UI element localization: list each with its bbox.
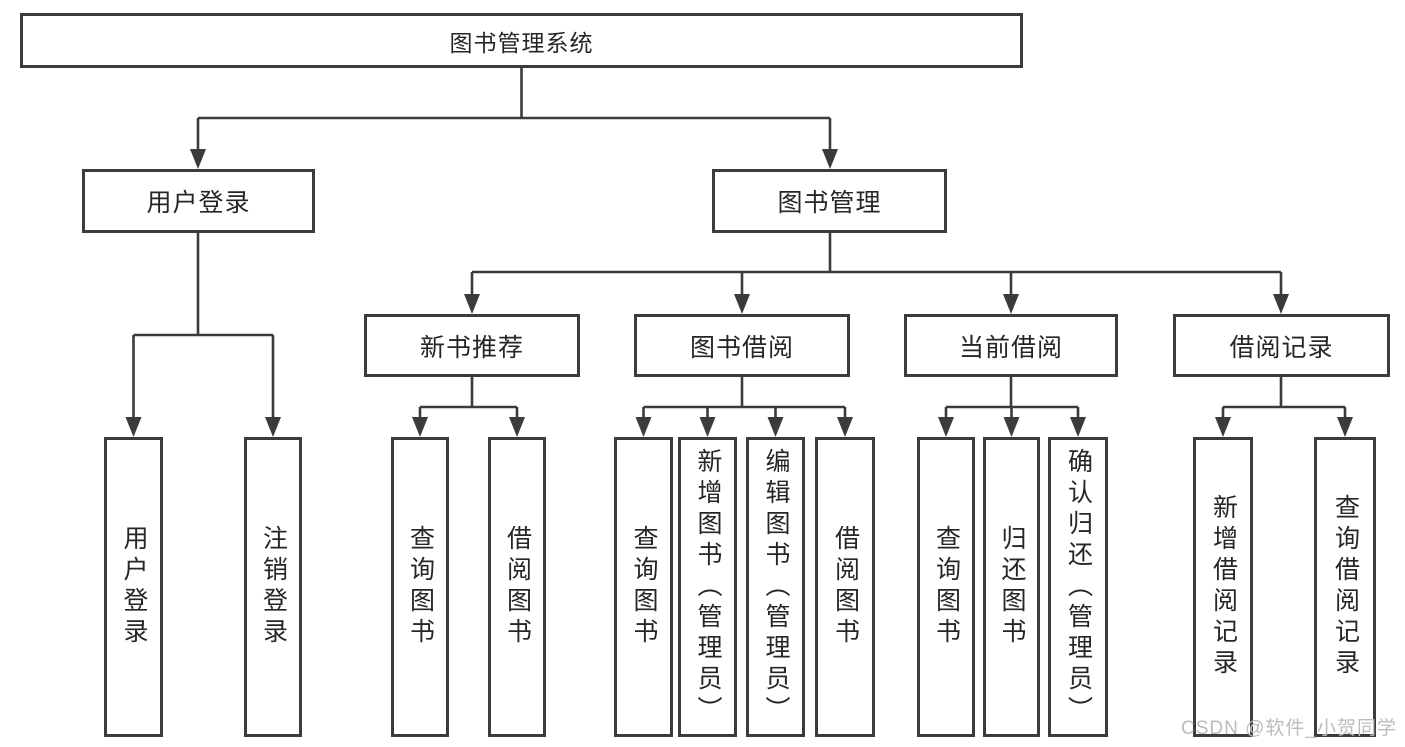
- leaf-label: 确认归还（管理员）: [1064, 447, 1093, 727]
- node-label: 借阅记录: [1229, 333, 1334, 362]
- leaf-label: 新增图书（管理员）: [694, 447, 722, 727]
- node-label: 用户登录: [146, 189, 251, 217]
- leaf-search-books-borrowing: 查询图书: [614, 437, 673, 737]
- node-label: 图书管理: [777, 189, 882, 217]
- leaf-search-books-recommend: 查询图书: [391, 437, 449, 737]
- node-current-borrowing: 当前借阅: [904, 314, 1118, 377]
- node-book-management: 图书管理: [712, 169, 947, 233]
- watermark-text: CSDN @软件_小贺同学: [1181, 718, 1397, 739]
- leaf-label: 用户登录: [120, 525, 148, 649]
- node-label: 当前借阅: [958, 333, 1063, 362]
- leaf-return-books: 归还图书: [983, 437, 1040, 737]
- leaf-label: 归还图书: [998, 525, 1026, 649]
- arrowheads: [125, 149, 1353, 437]
- leaf-user-login: 用户登录: [104, 437, 163, 737]
- leaf-search-borrow-record: 查询借阅记录: [1314, 437, 1376, 737]
- node-library-management-system: 图书管理系统: [20, 13, 1023, 68]
- leaf-label: 查询图书: [630, 525, 658, 649]
- node-label: 新书推荐: [419, 333, 524, 362]
- leaf-add-borrow-record: 新增借阅记录: [1193, 437, 1253, 737]
- leaf-edit-book-admin: 编辑图书（管理员）: [746, 437, 805, 737]
- node-borrowing-records: 借阅记录: [1173, 314, 1390, 377]
- leaf-label: 查询图书: [406, 525, 435, 649]
- node-label: 图书借阅: [689, 333, 794, 362]
- node-book-borrowing: 图书借阅: [634, 314, 850, 377]
- leaf-label: 查询图书: [932, 525, 961, 649]
- leaf-logout: 注销登录: [244, 437, 302, 737]
- node-label: 图书管理系统: [449, 29, 594, 56]
- node-new-book-recommendation: 新书推荐: [364, 314, 580, 377]
- leaf-add-book-admin: 新增图书（管理员）: [678, 437, 737, 737]
- node-user-login: 用户登录: [82, 169, 315, 233]
- leaf-label: 注销登录: [259, 525, 288, 649]
- leaf-label: 借阅图书: [831, 525, 860, 649]
- leaf-borrow-books-recommend: 借阅图书: [488, 437, 546, 737]
- leaf-label: 借阅图书: [503, 525, 532, 649]
- leaf-label: 新增借阅记录: [1209, 494, 1238, 680]
- leaf-borrow-books-borrowing: 借阅图书: [815, 437, 875, 737]
- leaf-label: 编辑图书（管理员）: [762, 447, 790, 727]
- leaf-search-books-current: 查询图书: [917, 437, 975, 737]
- leaf-label: 查询借阅记录: [1331, 494, 1360, 680]
- leaf-confirm-return-admin: 确认归还（管理员）: [1048, 437, 1108, 737]
